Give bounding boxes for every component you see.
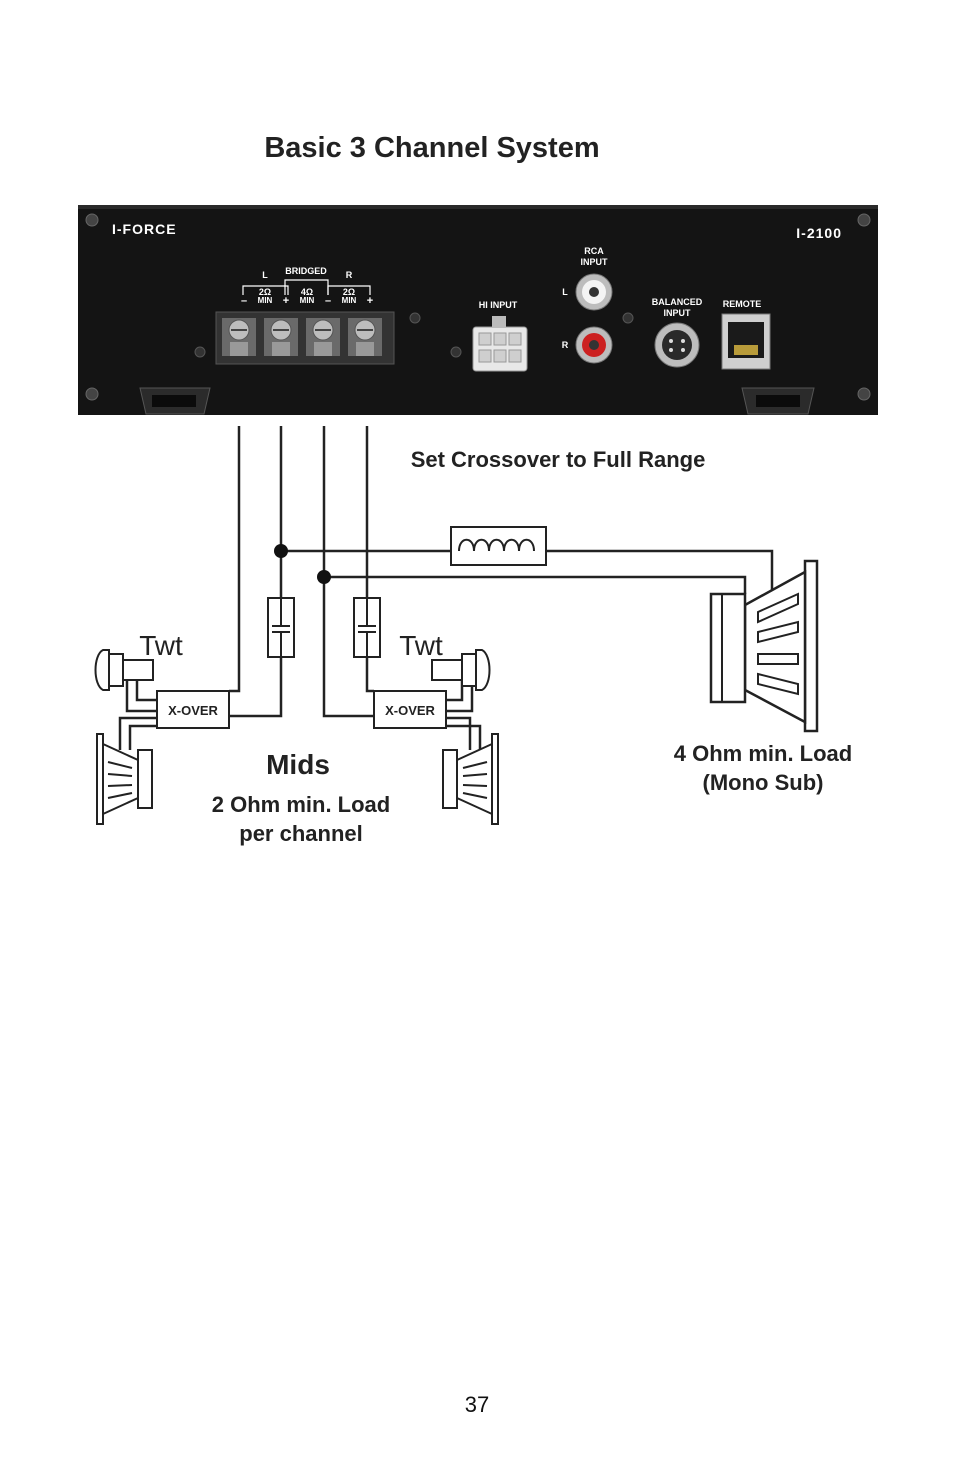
screw-icon (857, 213, 871, 227)
page-number: 37 (464, 1392, 490, 1417)
terminal-label-min-2: MIN (300, 296, 315, 305)
terminal-label-plus-2: + (367, 295, 373, 307)
crossover-note: Set Crossover to Full Range (411, 447, 706, 472)
screw-icon (85, 213, 99, 227)
junction-dot (317, 570, 331, 584)
sub-load-line1: 4 Ohm min. Load (674, 741, 852, 766)
balanced-input-label-1: BALANCED (652, 297, 703, 307)
hi-input-connector (472, 316, 528, 372)
terminal-screw (348, 318, 382, 356)
mids-load-line1: 2 Ohm min. Load (212, 792, 390, 817)
rca-jack-left (575, 273, 613, 311)
terminal-screw (264, 318, 298, 356)
remote-port (721, 313, 771, 370)
page-title: Basic 3 Channel System (264, 132, 599, 164)
junction-dot (274, 544, 288, 558)
screw-icon (194, 346, 206, 358)
terminal-label-2ohm-left: 2Ω (259, 287, 271, 297)
twt-label-left: Twt (139, 630, 183, 661)
terminal-label-minus-1: – (241, 295, 247, 307)
terminal-label-r: R (346, 270, 353, 280)
rca-input-label-2: INPUT (581, 257, 609, 267)
terminal-label-2ohm-right: 2Ω (343, 287, 355, 297)
screw-icon (857, 387, 871, 401)
amp-brand: I-FORCE (112, 221, 177, 237)
screw-icon (622, 312, 634, 324)
terminal-label-l: L (262, 270, 268, 280)
xover-box-right (373, 690, 447, 729)
mids-load-line2: per channel (239, 821, 362, 846)
subwoofer-icon (709, 559, 819, 733)
terminal-screw (222, 318, 256, 356)
remote-label: REMOTE (723, 299, 762, 309)
xover-label-left: X-OVER (168, 703, 218, 718)
terminal-label-plus-1: + (283, 295, 289, 307)
sub-load-line2: (Mono Sub) (703, 770, 824, 795)
amplifier-panel: I-FORCE I-2100 L BRIDGED R – 2Ω MIN + 4Ω… (78, 205, 878, 415)
amplifier-body (78, 205, 878, 415)
tweeter-right-icon (431, 649, 491, 691)
inductor-coil (450, 526, 547, 566)
twt-label-right: Twt (399, 630, 443, 661)
terminal-screw (306, 318, 340, 356)
tweeter-left-icon (94, 649, 154, 691)
balanced-input-label-2: INPUT (664, 308, 692, 318)
terminal-label-min-3: MIN (342, 296, 357, 305)
screw-icon (409, 312, 421, 324)
mid-speaker-right-icon (442, 733, 499, 825)
mids-label: Mids (266, 749, 330, 780)
speaker-terminal-block (215, 311, 395, 365)
terminal-label-bridged: BRIDGED (285, 266, 327, 276)
screw-icon (450, 346, 462, 358)
balanced-input-connector (654, 322, 700, 368)
mid-speaker-left-icon (96, 733, 153, 825)
screw-icon (85, 387, 99, 401)
hi-input-label: HI INPUT (479, 300, 518, 310)
wiring: X-OVER X-OVER (118, 426, 774, 750)
xover-label-right: X-OVER (385, 703, 435, 718)
capacitor-left (267, 597, 295, 658)
rca-l-label: L (562, 287, 568, 297)
amp-model: I-2100 (796, 225, 842, 241)
terminal-label-min-1: MIN (258, 296, 273, 305)
xover-box-left (156, 690, 230, 729)
rca-input-label-1: RCA (584, 246, 604, 256)
capacitor-right (353, 597, 381, 658)
terminal-label-minus-2: – (325, 295, 331, 307)
rca-jack-right (575, 326, 613, 364)
rca-r-label: R (562, 340, 569, 350)
terminal-label-4ohm: 4Ω (301, 287, 313, 297)
